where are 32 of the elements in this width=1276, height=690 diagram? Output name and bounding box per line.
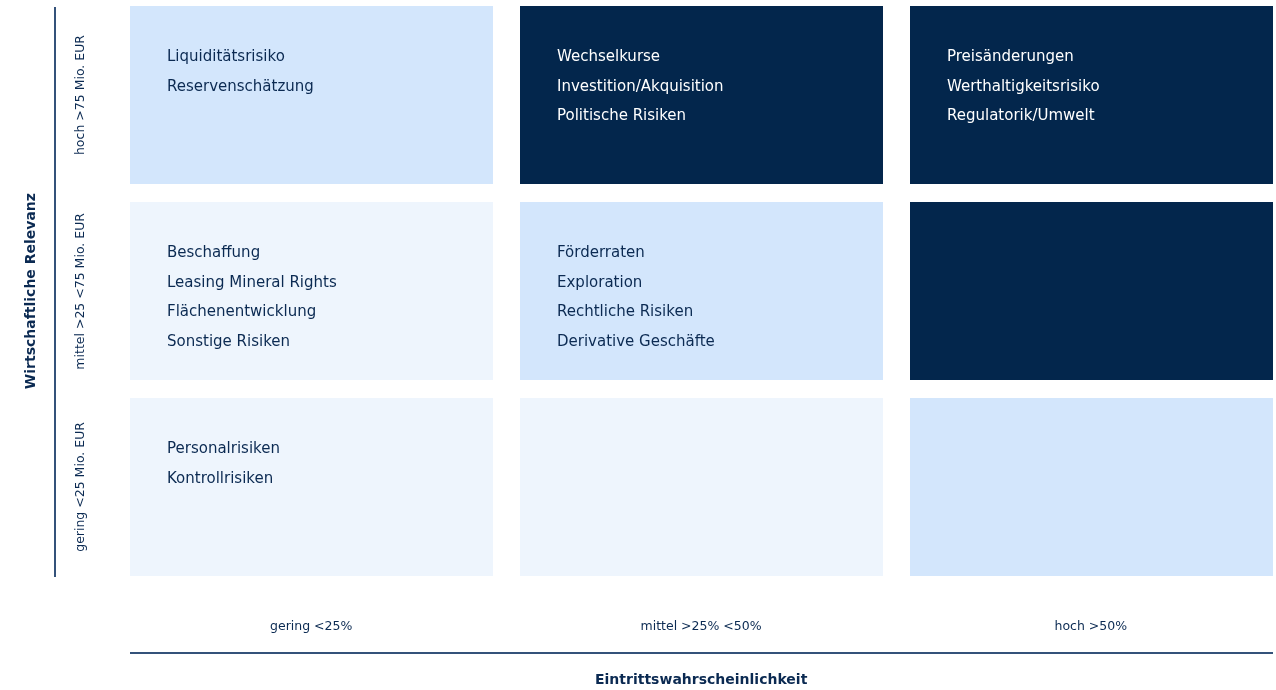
risk-item: Werthaltigkeitsrisiko: [947, 75, 1100, 97]
axis-label: mittel >25% <50%: [640, 618, 762, 633]
axis-title: Eintrittswahrscheinlichkeit: [595, 671, 808, 687]
risk-item: Liquiditätsrisiko: [167, 46, 285, 67]
risk-item: Preisänderungen: [947, 46, 1074, 67]
axis-label: gering <25%: [270, 618, 353, 633]
risk-cell: [520, 6, 883, 184]
empty-cell: [910, 398, 1273, 576]
risk-cell: [130, 6, 493, 184]
empty-cell: [910, 202, 1273, 380]
axis-label: gering <25 Mio. EUR: [72, 422, 87, 552]
risk-item: Beschaffung: [167, 242, 261, 263]
risk-cell: [520, 202, 883, 380]
risk-item: Leasing Mineral Rights: [167, 271, 337, 293]
risk-item: Rechtliche Risiken: [557, 301, 694, 322]
risk-item: Exploration: [557, 271, 643, 293]
axis-label: hoch >50%: [1054, 618, 1128, 633]
risk-item: Investition/Akquisition: [557, 75, 724, 97]
risk-item: Sonstige Risiken: [167, 330, 291, 352]
risk-item: Flächenentwicklung: [167, 301, 317, 322]
axis-title: Wirtschaftliche Relevanz: [22, 193, 38, 390]
axis-label: mittel >25 <75 Mio. EUR: [72, 212, 87, 370]
risk-item: Reservenschätzung: [167, 75, 314, 97]
risk-item: Förderraten: [557, 242, 645, 263]
risk-item: Personalrisiken: [167, 438, 280, 459]
risk-item: Kontrollrisiken: [167, 467, 274, 489]
risk-item: Regulatorik/Umwelt: [947, 105, 1095, 126]
axis-label: hoch >75 Mio. EUR: [72, 35, 87, 156]
risk-item: Wechselkurse: [557, 46, 661, 67]
risk-item: Politische Risiken: [557, 105, 687, 126]
risk-item: Derivative Geschäfte: [557, 330, 715, 352]
risk-cell: [910, 6, 1273, 184]
